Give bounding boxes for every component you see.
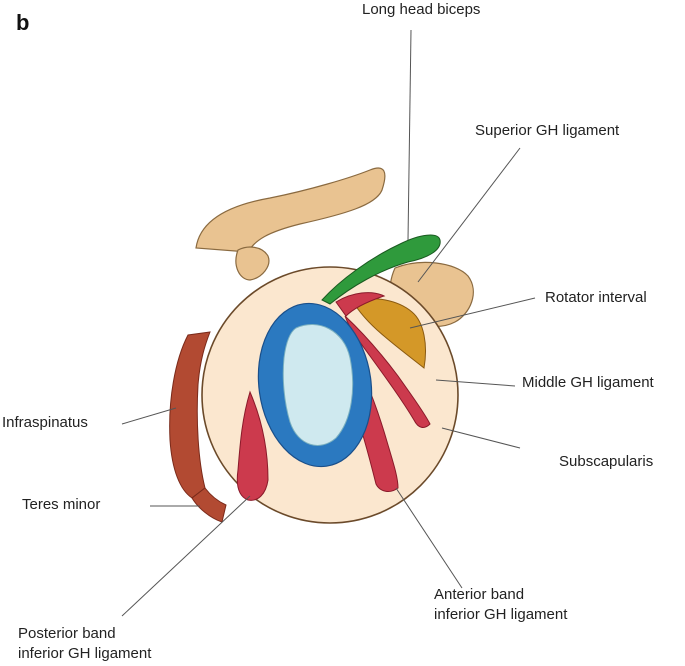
label-middle-gh-ligament: Middle GH ligament	[522, 374, 654, 391]
posterior-band-igh-ligament	[236, 390, 269, 501]
long-head-biceps-tendon	[321, 234, 441, 305]
rotator-interval-region	[351, 298, 426, 369]
leader-infraspinatus	[121, 407, 177, 425]
middle-gh-ligament	[344, 315, 431, 428]
label-long-head-biceps: Long head biceps	[362, 1, 481, 18]
leader-lines	[121, 29, 536, 617]
panel-label: b	[16, 10, 30, 35]
leader-anterior-band	[395, 487, 463, 589]
leader-superior-gh	[417, 147, 521, 283]
scapular-neck	[235, 246, 270, 281]
label-posterior-band-line2: inferior GH ligament	[18, 645, 152, 662]
glenoid-face	[282, 324, 354, 446]
leader-subscapularis	[441, 427, 521, 449]
label-teres-minor: Teres minor	[22, 496, 101, 513]
label-subscapularis: Subscapularis	[559, 453, 654, 470]
superior-gh-ligament	[335, 292, 386, 317]
leader-middle-gh	[435, 379, 516, 387]
leader-rotator-interval	[409, 297, 536, 329]
label-rotator-interval: Rotator interval	[545, 289, 647, 306]
leader-long-head-biceps	[407, 29, 412, 241]
label-anterior-band-line1: Anterior band	[434, 586, 525, 603]
label-superior-gh-ligament: Superior GH ligament	[475, 122, 620, 139]
acromion	[195, 167, 386, 253]
label-anterior-band-line2: inferior GH ligament	[434, 606, 568, 623]
leader-posterior-band	[121, 495, 251, 617]
label-infraspinatus: Infraspinatus	[2, 414, 88, 431]
teres-minor-muscle	[191, 487, 227, 523]
label-posterior-band-line1: Posterior band	[18, 625, 116, 642]
